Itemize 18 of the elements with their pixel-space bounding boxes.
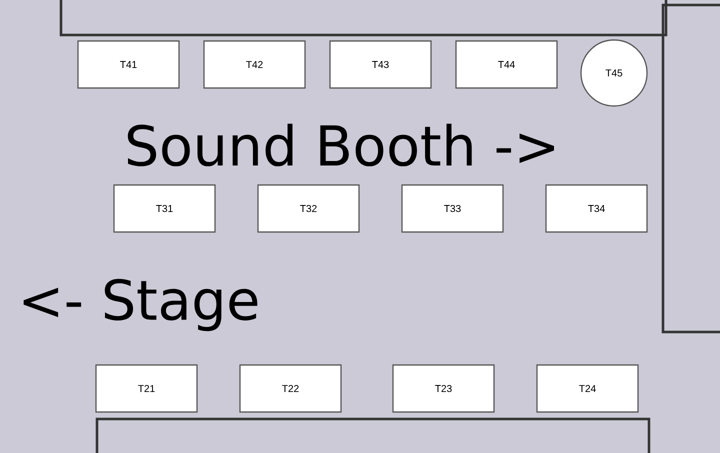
area-label: Sound Booth -> [128, 124, 554, 166]
table-box: T21 [95, 364, 198, 413]
room-block [96, 418, 650, 453]
table-box: T32 [257, 184, 360, 233]
table-box: T31 [113, 184, 216, 233]
table-box: T24 [536, 364, 639, 413]
area-label: <- Stage [24, 278, 258, 332]
room-block [60, 0, 668, 36]
table-box: T41 [77, 40, 180, 89]
table-box: T43 [329, 40, 432, 89]
table-box: T33 [401, 184, 504, 233]
table-box: T22 [239, 364, 342, 413]
table-box: T44 [455, 40, 558, 89]
table-box: T42 [203, 40, 306, 89]
round-table: T45 [580, 39, 648, 107]
table-box: T23 [392, 364, 495, 413]
room-block [662, 4, 720, 334]
table-box: T34 [545, 184, 648, 233]
